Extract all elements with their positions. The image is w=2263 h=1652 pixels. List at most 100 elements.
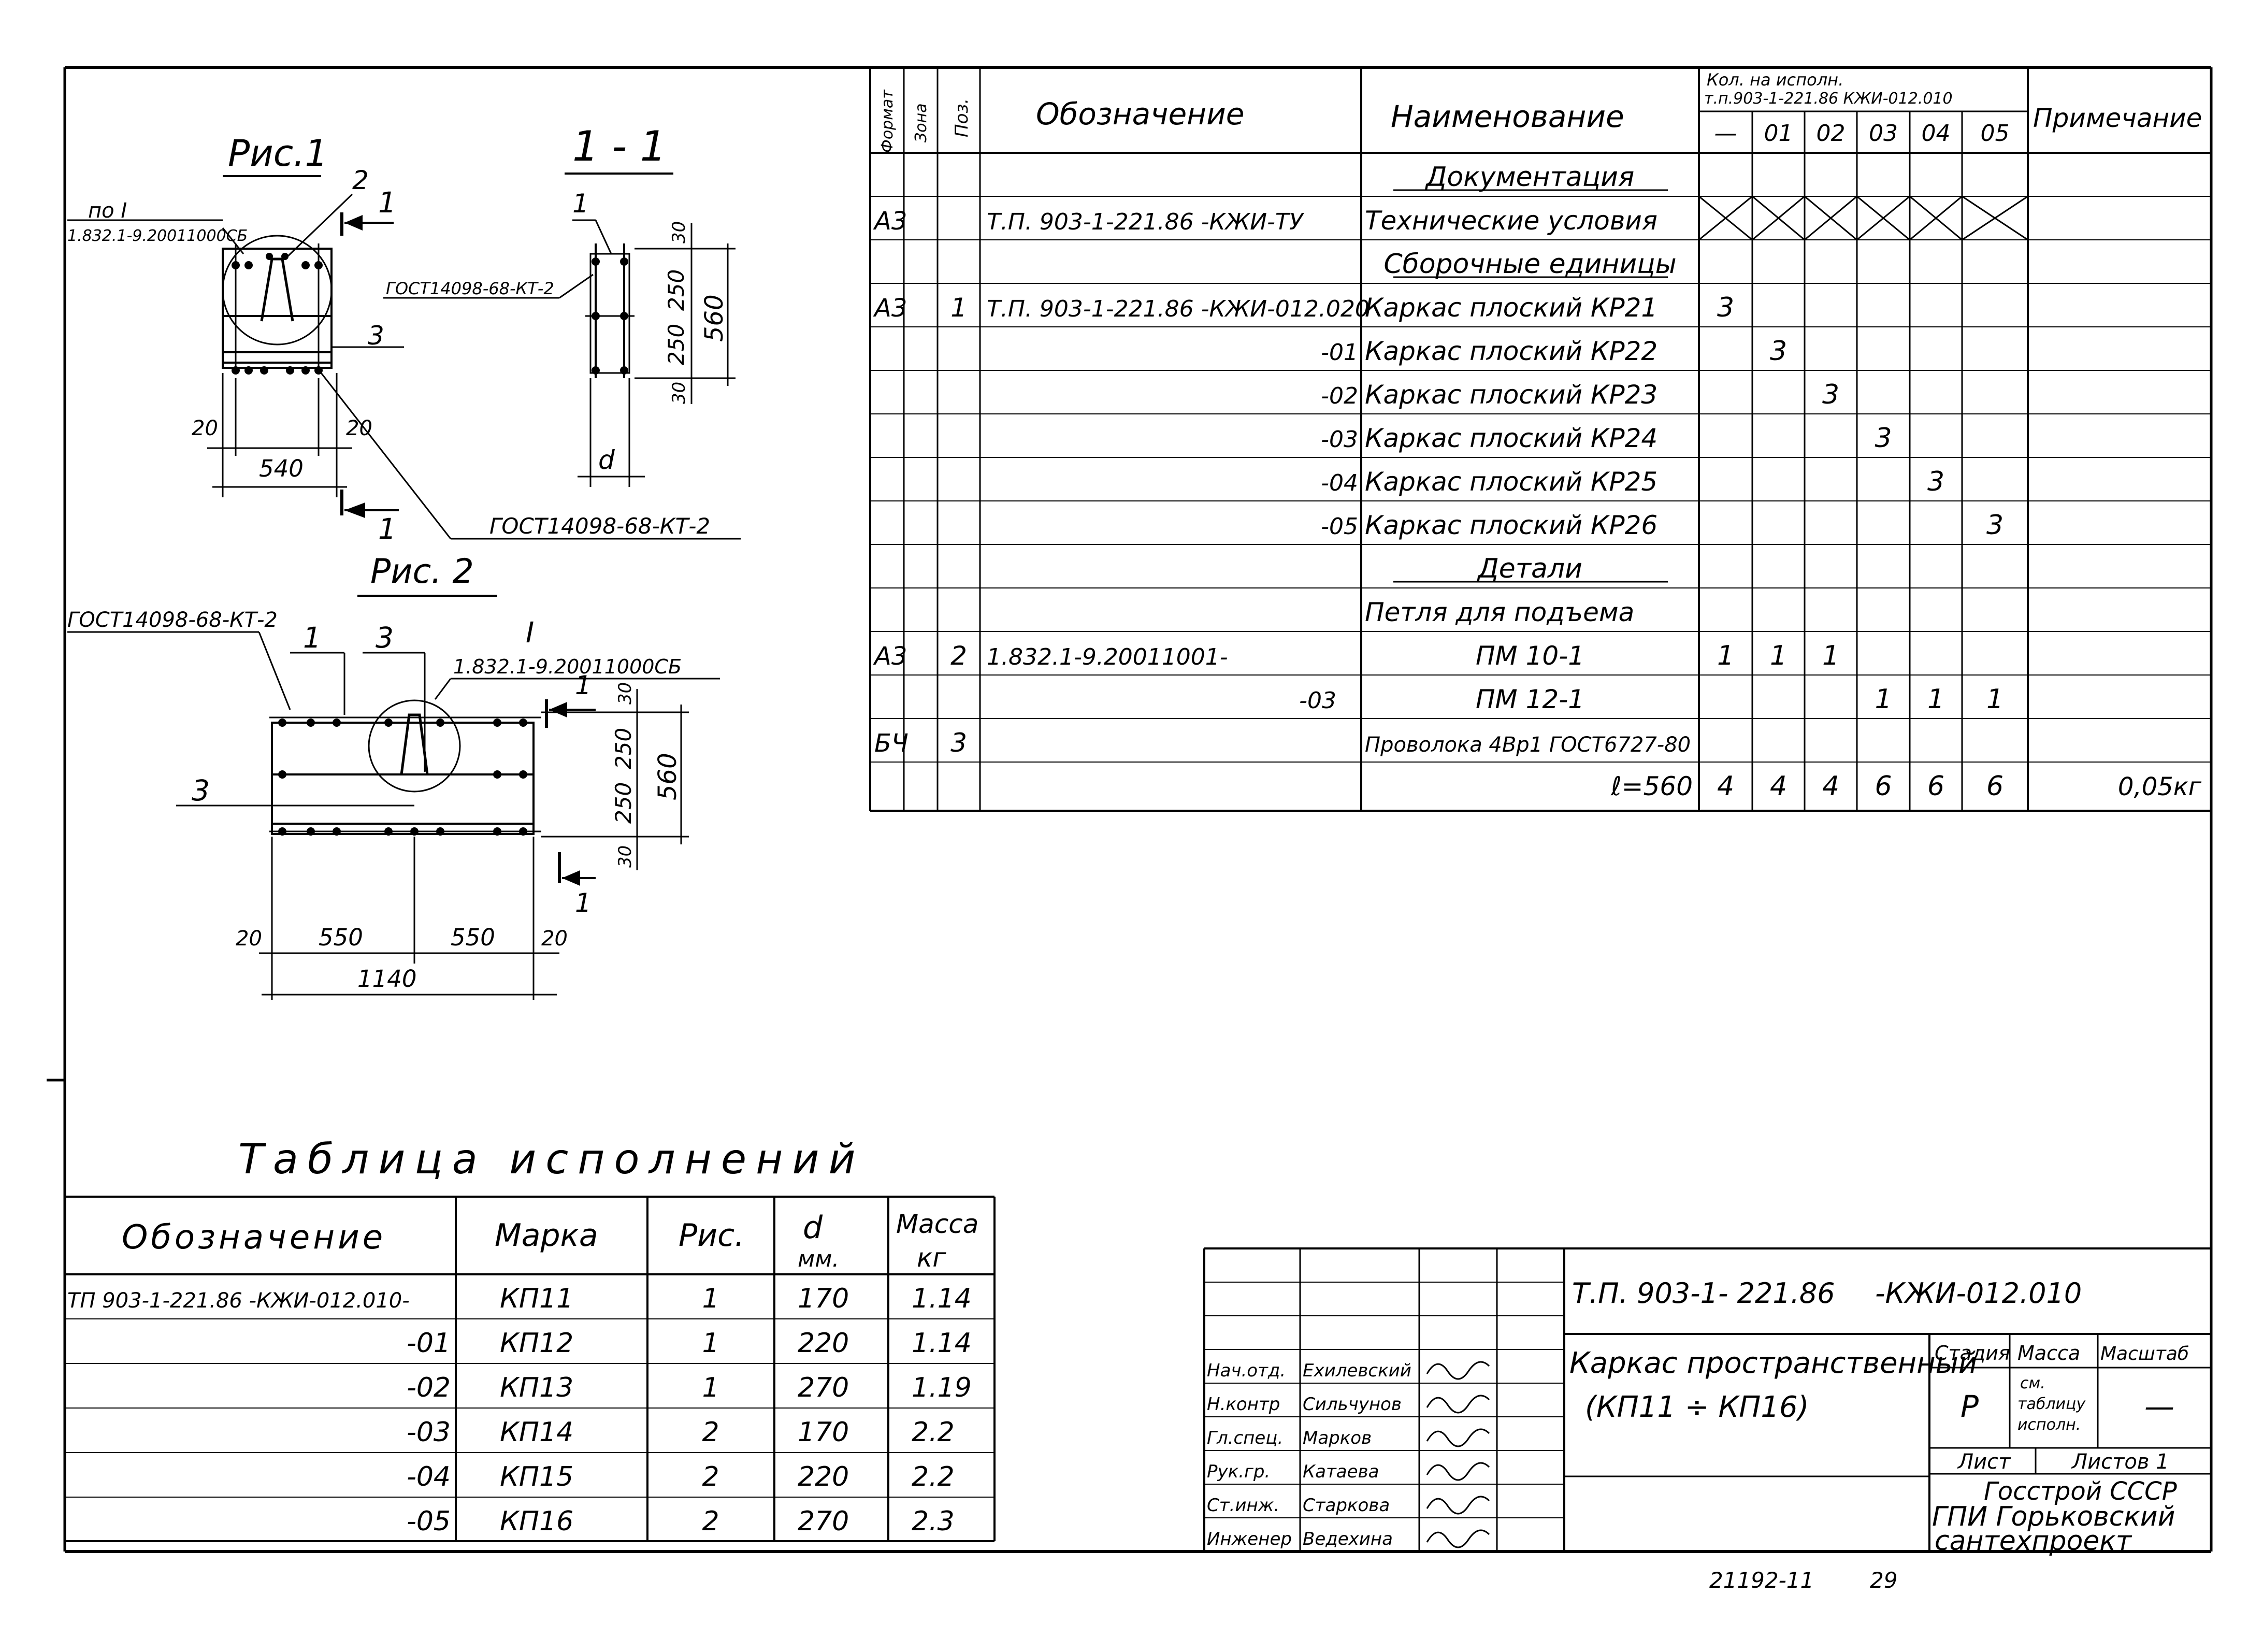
signature-scribble (1426, 1529, 1490, 1548)
spec-name: ПМ 10-1 (1476, 641, 1584, 671)
mass-label: Масса (2017, 1342, 2080, 1364)
fig1-cut-top: 1 (378, 186, 396, 219)
spec-section-heading: Сборочные единицы (1383, 249, 1676, 280)
spec-qty: 4 (1770, 771, 1787, 802)
variants-fig: 2 (702, 1461, 719, 1492)
spec-variant-header: 05 (1981, 120, 2010, 147)
spec-section-heading: Детали (1477, 553, 1582, 584)
variants-mark: КП15 (500, 1461, 573, 1492)
spec-qty: 3 (1986, 510, 2003, 541)
spec-pos: 1 (950, 293, 967, 323)
variants-mark: КП11 (500, 1283, 573, 1314)
fig2-cut-top: 1 (575, 670, 592, 700)
variants-d: 170 (798, 1417, 849, 1448)
fig1-gost-label: ГОСТ14098-68-КТ-2 (489, 513, 710, 539)
spec-designation: -03 (1299, 687, 1336, 714)
spec-qty: 1 (1986, 684, 2003, 715)
section-dim-250a: 250 (664, 269, 689, 311)
variants-designation: ТП 903-1-221.86 -КЖИ-012.010- (67, 1289, 410, 1313)
figure-1: Рис.1 по I 1.832.1-9.20011000СБ 2 1 1 3 (67, 132, 741, 545)
variants-fig: 2 (702, 1506, 719, 1537)
fig2-node-ref: 1.832.1-9.20011000СБ (453, 655, 682, 678)
spec-designation: 1.832.1-9.20011001- (987, 644, 1228, 670)
spec-row: Документация (1393, 162, 1668, 193)
variants-mass: 2.2 (912, 1461, 955, 1492)
signature-name: Марков (1303, 1428, 1372, 1448)
spec-note: 0,05кг (2118, 772, 2202, 801)
org-line3: сантехпроект (1935, 1526, 2132, 1557)
spec-name: Каркас плоский КР24 (1365, 423, 1657, 453)
spec-variant-header: 01 (1764, 120, 1793, 147)
fig2-cut-bottom: 1 (575, 888, 592, 918)
variants-fig: 1 (702, 1372, 719, 1403)
fig1-dim-20b: 20 (346, 416, 372, 440)
stage-label: Стадия (1935, 1342, 2010, 1364)
signature-name: Ведехина (1303, 1529, 1393, 1549)
signature-scribble (1426, 1428, 1490, 1447)
org-line1: Госстрой СССР (1984, 1477, 2177, 1506)
signature-name: Катаева (1303, 1461, 1379, 1482)
fig2-pos3b: 3 (192, 774, 210, 807)
spec-designation: -02 (1321, 383, 1358, 409)
spec-row: Детали (1393, 553, 1668, 584)
org-line2: ГПИ Горьковский (1932, 1501, 2175, 1532)
section-dim-30a: 30 (669, 221, 689, 243)
spec-header-format: Формат (878, 89, 897, 153)
section-dim-30b: 30 (669, 382, 689, 404)
variants-header-mass-unit: кг (917, 1243, 946, 1273)
variants-header-d-unit: мм. (798, 1246, 839, 1272)
variants-d: 220 (798, 1328, 849, 1359)
fig2-node-label: I (526, 616, 534, 649)
section-gost-label: ГОСТ14098-68-КТ-2 (386, 279, 554, 298)
variants-mark: КП12 (500, 1328, 573, 1359)
spec-designation: -04 (1321, 470, 1358, 496)
signature-row: Рук.гр.Катаева (1207, 1461, 1490, 1482)
section-dim-d: d (598, 445, 615, 475)
spec-format: А3 (873, 642, 907, 671)
signature-role: Гл.спец. (1207, 1428, 1283, 1448)
spec-designation: Т.П. 903-1-221.86 -КЖИ-ТУ (987, 209, 1305, 235)
spec-qty: 6 (1986, 771, 2003, 802)
fig1-dim-540: 540 (259, 455, 304, 482)
variants-designation: -03 (407, 1417, 451, 1448)
signature-scribble (1426, 1395, 1490, 1414)
spec-header-zone: Зона (912, 103, 930, 142)
spec-qty: 3 (1927, 466, 1944, 497)
fig2-dim-20b: 20 (541, 927, 568, 951)
doc-code: -КЖИ-012.010 (1875, 1277, 2082, 1310)
variants-d: 270 (798, 1506, 849, 1537)
variants-mass: 1.14 (912, 1328, 972, 1359)
sheet-frame (47, 66, 2213, 1553)
variants-designation: -02 (407, 1372, 451, 1403)
variants-fig: 1 (702, 1283, 719, 1314)
spec-header-name: Наименование (1391, 99, 1624, 134)
spec-format: БЧ (874, 729, 909, 758)
spec-qty: 6 (1875, 771, 1892, 802)
spec-name: Проволока 4Вр1 ГОСТ6727-80 (1365, 733, 1691, 757)
spec-qty: 4 (1822, 771, 1839, 802)
stamp-number: 21192-11 (1709, 1568, 1814, 1593)
spec-name: Каркас плоский КР21 (1365, 293, 1657, 323)
scale-label: Масштаб (2100, 1343, 2189, 1364)
sheets-label: Листов 1 (2071, 1450, 2169, 1474)
spec-header-pos: Поз. (952, 98, 972, 137)
spec-qty: 1 (1770, 640, 1787, 671)
variants-header-d: d (803, 1210, 823, 1246)
spec-qty: 1 (1875, 684, 1892, 715)
spec-name: ℓ=560 (1610, 771, 1693, 801)
variants-header-designation: Обозначение (122, 1218, 386, 1257)
fig2-dim-30a: 30 (615, 682, 636, 705)
spec-qty: 1 (1822, 640, 1839, 671)
section-title: 1 - 1 (572, 122, 667, 170)
fig1-node-ref: 1.832.1-9.20011000СБ (67, 227, 248, 245)
doc-title-line1: Каркас пространственный (1569, 1346, 1977, 1380)
